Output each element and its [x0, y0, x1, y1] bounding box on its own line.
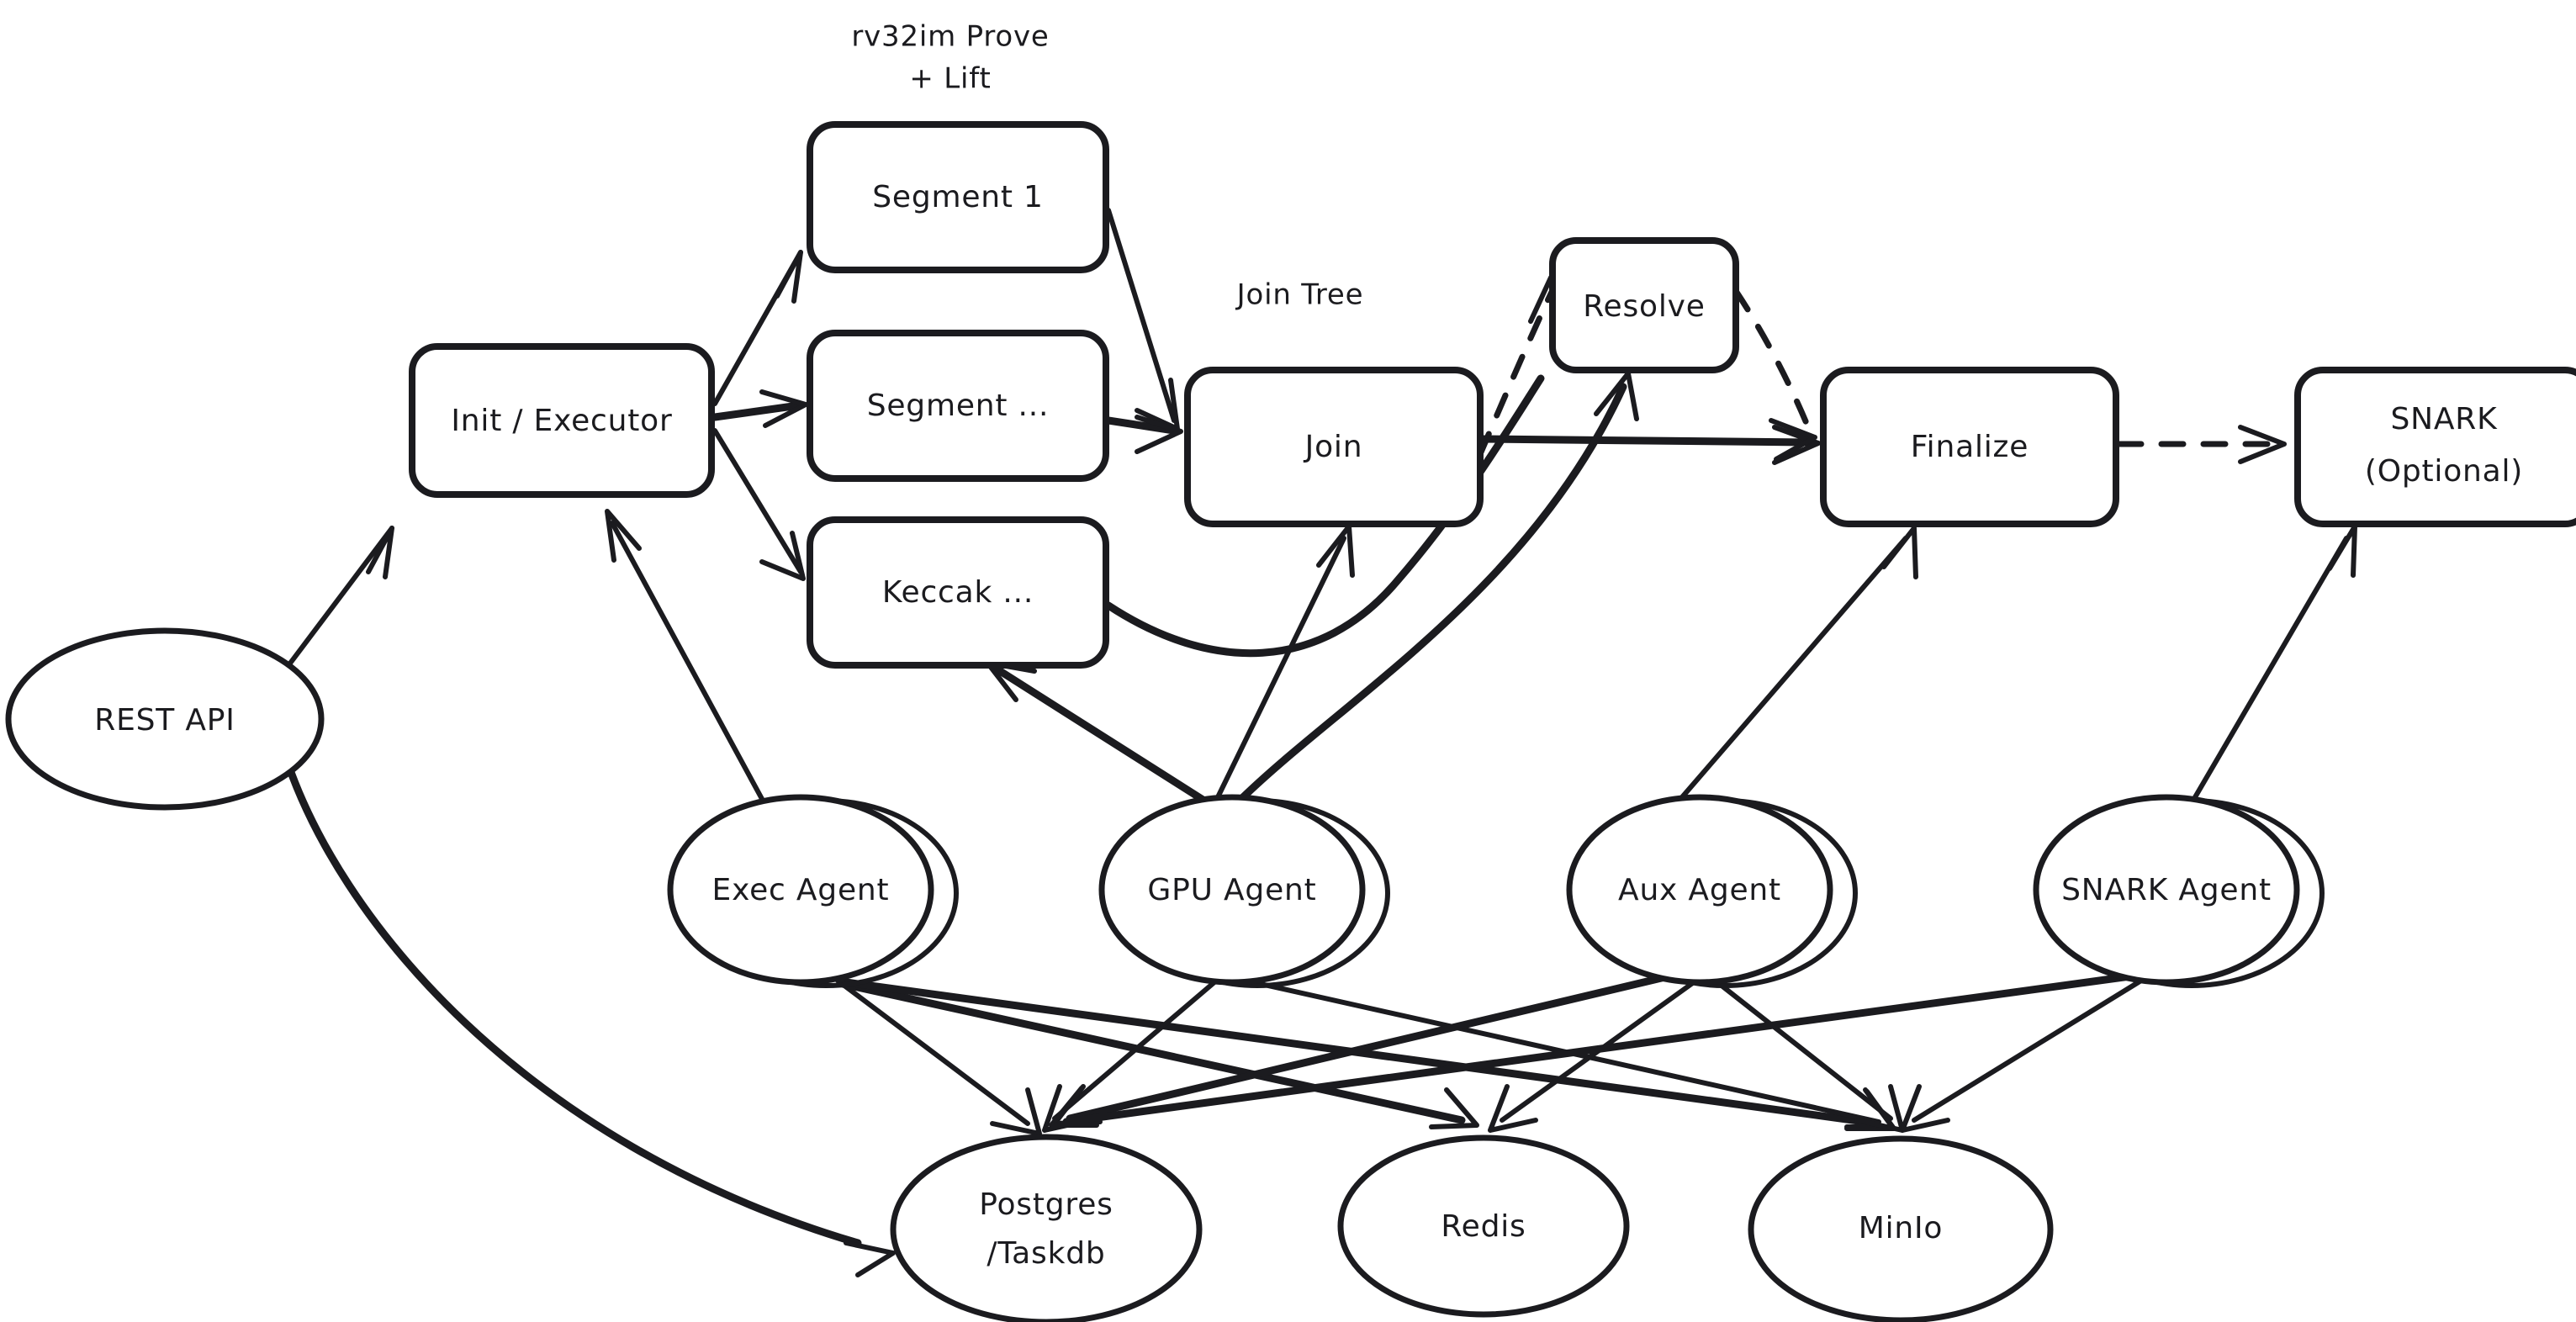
gpu-agent-ellipse	[1098, 794, 1366, 986]
join-box	[1184, 367, 1484, 527]
snark-agent-label: SNARK Agent	[2061, 873, 2272, 907]
init-executor-label: Init / Executor	[451, 404, 672, 438]
node-aux-agent[interactable]: Aux Agent	[1566, 794, 1858, 988]
join-label: Join	[1304, 430, 1363, 464]
edge-snark-agent-to-postgres	[1049, 971, 2140, 1128]
exec-agent-ellipse	[667, 794, 934, 986]
gpu-agent-label: GPU Agent	[1147, 873, 1316, 907]
resolve-label: Resolve	[1583, 289, 1705, 324]
node-snark-optional[interactable]: SNARK (Optional)	[2294, 367, 2576, 527]
node-keccak[interactable]: Keccak ...	[807, 516, 1109, 669]
edge-gpu-agent-to-keccak	[985, 660, 1209, 805]
edge-join-to-resolve	[1477, 275, 1563, 457]
node-init-executor[interactable]: Init / Executor	[409, 343, 715, 498]
edge-exec-agent-to-redis	[838, 980, 1479, 1129]
rv32im-prove-label-line1: rv32im Prove	[851, 20, 1049, 54]
redis-ellipse	[1337, 1134, 1630, 1318]
group-label-rv32im: rv32im Prove + Lift	[851, 20, 1049, 96]
minio-label: MinIo	[1859, 1211, 1944, 1245]
node-exec-agent[interactable]: Exec Agent	[667, 794, 959, 988]
init-executor-box	[409, 343, 715, 498]
keccak-label: Keccak ...	[882, 575, 1034, 610]
edge-gpu-agent-to-join	[1215, 524, 1355, 800]
node-postgres[interactable]: Postgres /Taskdb	[890, 1134, 1203, 1322]
segment-1-box	[807, 121, 1109, 273]
minio-ellipse	[1748, 1135, 2054, 1322]
join-tree-label: Join Tree	[1235, 278, 1364, 312]
edge-snark-agent-to-snark-optional	[2193, 524, 2357, 800]
node-rest-api[interactable]: REST API	[5, 627, 325, 811]
edge-segment-n-to-join	[1104, 415, 1183, 454]
redis-label: Redis	[1441, 1209, 1526, 1244]
node-segment-1[interactable]: Segment 1	[807, 121, 1109, 273]
node-finalize[interactable]: Finalize	[1820, 367, 2119, 527]
edge-segment-1-to-join	[1106, 208, 1180, 431]
aux-agent-label: Aux Agent	[1618, 873, 1781, 907]
edge-rest-api-to-init-executor	[287, 526, 394, 667]
node-minio[interactable]: MinIo	[1748, 1135, 2054, 1322]
resolve-box	[1549, 237, 1739, 373]
edge-exec-agent-to-init-executor	[605, 509, 764, 801]
edge-rest-api-to-postgres	[280, 748, 896, 1277]
edge-resolve-to-finalize	[1732, 288, 1817, 462]
segment-1-label: Segment 1	[872, 180, 1044, 214]
node-join[interactable]: Join	[1184, 367, 1484, 527]
node-redis[interactable]: Redis	[1337, 1134, 1630, 1318]
finalize-label: Finalize	[1911, 430, 2029, 464]
snark-agent-ellipse	[2033, 794, 2300, 986]
rest-api-label: REST API	[94, 703, 235, 738]
snark-optional-label-line1: SNARK	[2390, 402, 2498, 436]
rv32im-prove-label-line2: + Lift	[909, 62, 991, 96]
segment-n-label: Segment ...	[867, 389, 1050, 423]
snark-optional-label-line2: (Optional)	[2365, 454, 2523, 489]
edge-join-to-finalize	[1478, 425, 1821, 465]
edge-init-executor-to-keccak	[712, 428, 806, 581]
rest-api-ellipse	[5, 627, 325, 811]
edge-snark-agent-to-minio	[1900, 978, 2144, 1133]
postgres-label-line1: Postgres	[979, 1187, 1113, 1222]
node-segment-n[interactable]: Segment ...	[807, 330, 1109, 482]
edge-aux-agent-to-finalize	[1679, 526, 1918, 800]
segment-n-box	[807, 330, 1109, 482]
edge-init-executor-to-segment-1	[712, 250, 803, 406]
keccak-box	[807, 516, 1109, 669]
aux-agent-ellipse	[1566, 794, 1833, 986]
edge-keccak-to-resolve	[1104, 374, 1545, 658]
node-snark-agent[interactable]: SNARK Agent	[2033, 794, 2325, 988]
node-gpu-agent[interactable]: GPU Agent	[1098, 794, 1390, 988]
exec-agent-label: Exec Agent	[712, 873, 890, 907]
edge-aux-agent-to-minio	[1715, 980, 1905, 1133]
postgres-ellipse	[890, 1134, 1203, 1322]
edge-gpu-agent-to-resolve	[1239, 371, 1639, 801]
edge-exec-agent-to-postgres	[835, 978, 1042, 1136]
finalize-box	[1820, 367, 2119, 527]
node-resolve[interactable]: Resolve	[1549, 237, 1739, 373]
edge-finalize-to-snark	[2116, 425, 2287, 464]
snark-optional-box	[2294, 367, 2576, 527]
postgres-label-line2: /Taskdb	[986, 1236, 1105, 1271]
edge-init-executor-to-segment-n	[711, 389, 808, 428]
